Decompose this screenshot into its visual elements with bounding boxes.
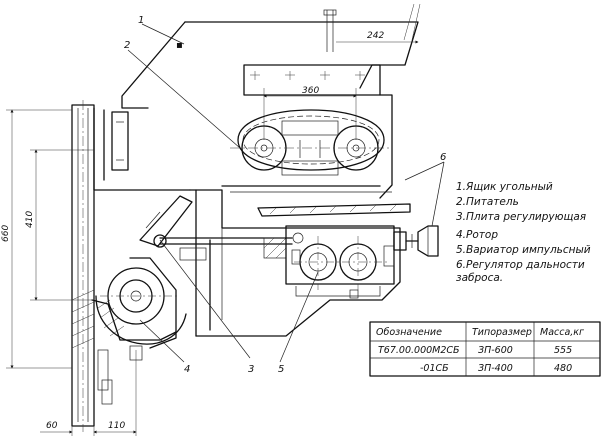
dim-110: 110 <box>108 421 125 431</box>
coal-box: 242 ▪ <box>121 3 421 109</box>
dim-660: 660 <box>1 225 11 242</box>
dim-360: 360 <box>302 86 319 96</box>
table-header-designation: Обозначение <box>376 327 442 338</box>
legend-item-6: 6.Регулятор дальности <box>456 259 585 271</box>
rotor <box>91 257 187 361</box>
dim-60: 60 <box>46 421 58 431</box>
legend-item-2: 2.Питатель <box>456 196 519 208</box>
table-row-1-mass: 555 <box>554 345 572 356</box>
table-row-1-size: ЗП-600 <box>478 345 513 356</box>
table-header-size: Типоразмер <box>472 327 532 338</box>
leader-lines <box>127 23 445 363</box>
range-regulator <box>393 225 439 257</box>
dim-242: 242 <box>367 31 384 41</box>
main-body <box>139 189 411 337</box>
table-header-mass: Масса,кг <box>540 327 585 338</box>
dimension-lines <box>6 109 137 436</box>
dim-410: 410 <box>25 211 35 228</box>
spec-table: Обозначение Типоразмер Масса,кг Т67.00.0… <box>369 321 601 377</box>
svg-text:▪: ▪ <box>176 40 183 51</box>
callout-4: 4 <box>184 364 190 375</box>
left-frame <box>71 100 191 432</box>
table-row-2-mass: 480 <box>554 363 572 374</box>
legend: 1.Ящик угольный 2.Питатель 3.Плита регул… <box>456 181 591 284</box>
legend-item-6-cont: заброса. <box>456 272 503 284</box>
callout-2: 2 <box>124 40 130 51</box>
table-row-1-designation: Т67.00.000М2СБ <box>378 345 460 356</box>
callout-5: 5 <box>278 364 284 375</box>
legend-item-3: 3.Плита регулирующая <box>456 211 586 223</box>
callout-3: 3 <box>248 364 254 375</box>
legend-item-5: 5.Вариатор импульсный <box>456 244 591 256</box>
table-row-2-size: ЗП-400 <box>478 363 513 374</box>
variator <box>285 225 395 299</box>
legend-item-1: 1.Ящик угольный <box>456 181 553 193</box>
table-row-2-designation: -01СБ <box>420 363 449 374</box>
legend-item-4: 4.Ротор <box>456 229 498 241</box>
feeder: 360 <box>221 64 393 199</box>
callout-6: 6 <box>440 152 446 163</box>
callout-1: 1 <box>138 15 144 26</box>
